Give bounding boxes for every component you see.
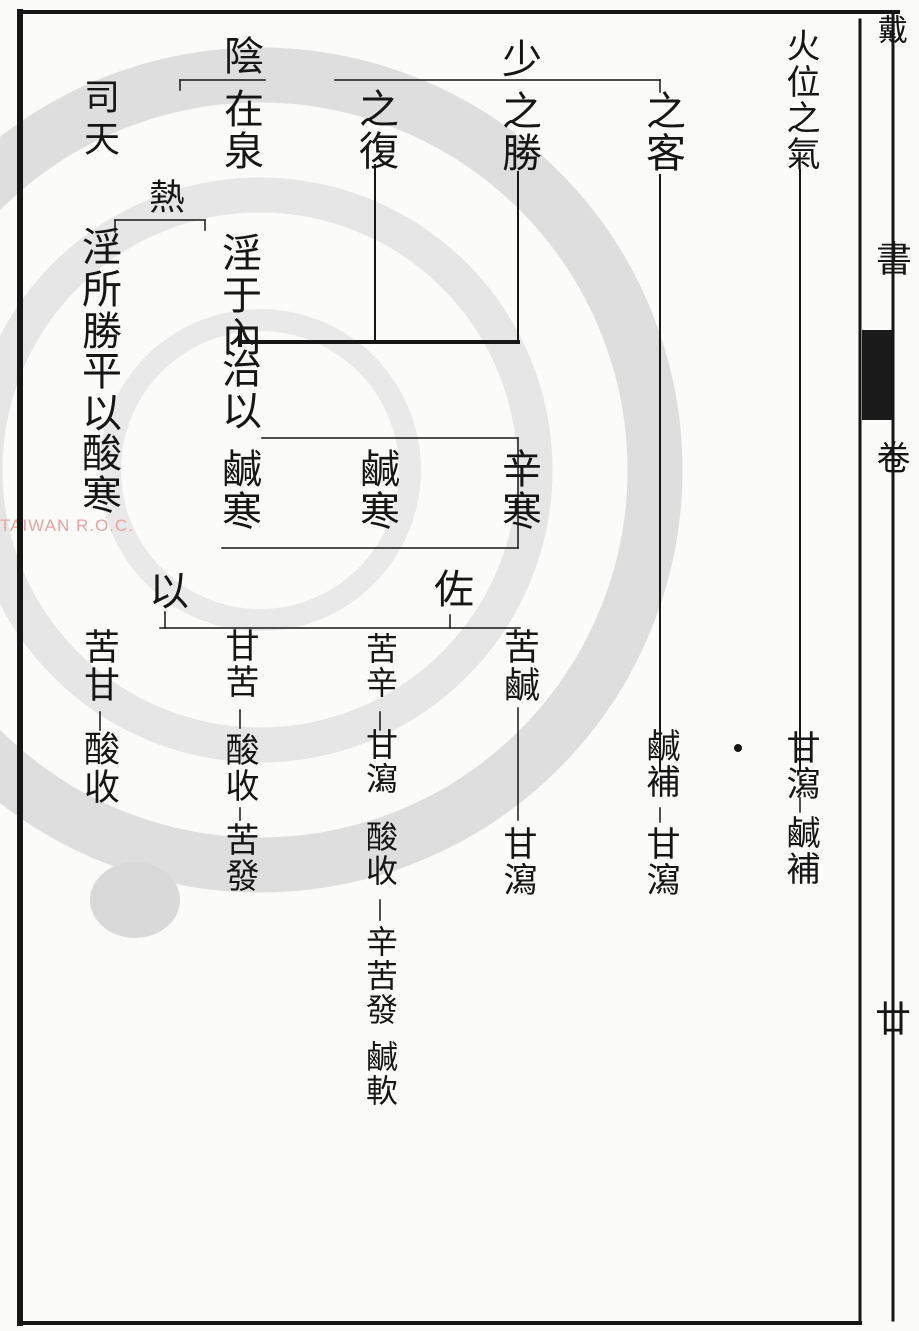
xin-han: 辛寒 <box>495 448 541 532</box>
gan-ku: 甘苦 <box>219 628 259 700</box>
watermark-text: TAIWAN R.O.C. <box>0 516 134 535</box>
header-tian: 天 <box>78 120 119 158</box>
header-si: 司 <box>78 78 119 116</box>
header-zai-quan: 在泉 <box>217 88 263 172</box>
margin-char-middle: 書 <box>870 240 911 278</box>
gan-xie-3: 甘瀉 <box>497 826 537 898</box>
zhi-yi: 治以 <box>215 348 261 432</box>
gan-xie-4: 甘瀉 <box>361 728 399 796</box>
xian-han-b: 鹹寒 <box>353 448 399 532</box>
xian-han-a: 鹹寒 <box>215 448 261 532</box>
ku-xin: 苦辛 <box>361 632 399 700</box>
suan-shou-3: 酸收 <box>78 730 119 806</box>
header-shao: 少 <box>495 38 541 80</box>
margin-page-number: 廿 <box>869 1000 910 1038</box>
margin-black-block <box>862 330 892 420</box>
xian-bu-2: 鹹補 <box>640 728 680 800</box>
header-yin: 陰 <box>217 35 263 77</box>
header-zhi-sheng: 之勝 <box>495 90 541 174</box>
label-zuo: 佐 <box>427 568 473 610</box>
ku-xian: 苦鹹 <box>498 628 539 704</box>
yin-yu-nei: 淫于內 <box>215 232 261 358</box>
ping-yi: 平以 <box>75 350 121 434</box>
gan-xie-2: 甘瀉 <box>640 826 680 898</box>
margin-char-lower: 卷 <box>870 440 910 476</box>
xin-ku-fa: 辛苦發 <box>361 925 399 1027</box>
ku-fa: 苦發 <box>219 822 259 894</box>
header-re: 熱 <box>143 178 184 216</box>
gan-xie-1: 甘瀉 <box>780 730 820 802</box>
huo-wei-zhi-qi: 火位之氣 <box>780 28 820 172</box>
suan-shou: 酸收 <box>361 820 399 888</box>
xian-bu-1: 鹹補 <box>780 815 820 887</box>
suan-shou-2: 酸收 <box>219 732 259 804</box>
suan-han: 酸寒 <box>75 432 121 516</box>
header-zhi-fu: 之復 <box>352 88 398 172</box>
label-yi: 以 <box>142 570 188 612</box>
header-zhi-ke: 之客 <box>639 90 685 174</box>
xian-ruan: 鹹軟 <box>361 1040 399 1108</box>
yin-suo-sheng: 淫所勝 <box>75 226 121 352</box>
dot-mark <box>734 744 742 752</box>
margin-char-top: 戴 <box>872 14 907 46</box>
ku-gan: 苦甘 <box>78 628 119 704</box>
